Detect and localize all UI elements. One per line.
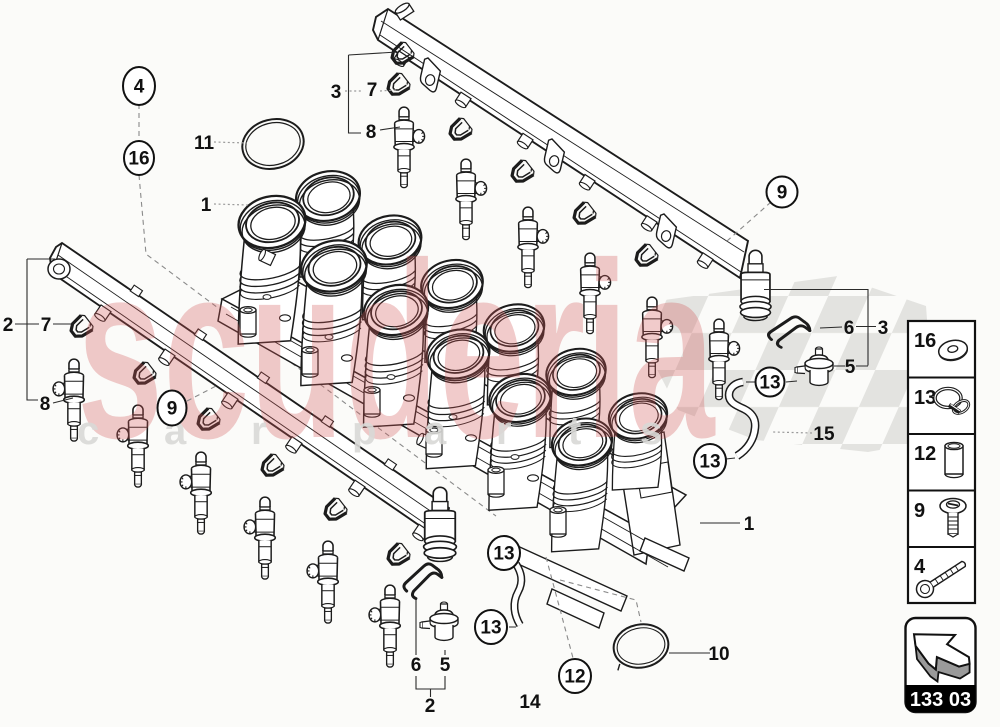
svg-text:8: 8 xyxy=(40,394,51,415)
svg-text:scuderia: scuderia xyxy=(77,212,716,491)
svg-text:133 03: 133 03 xyxy=(910,689,971,711)
svg-text:13: 13 xyxy=(699,452,720,473)
svg-text:9: 9 xyxy=(777,183,788,204)
svg-text:13: 13 xyxy=(480,618,501,639)
svg-text:16: 16 xyxy=(128,149,149,170)
svg-text:3: 3 xyxy=(331,82,342,103)
svg-text:7: 7 xyxy=(367,80,378,101)
svg-text:12: 12 xyxy=(564,667,585,688)
svg-text:12: 12 xyxy=(914,443,936,465)
svg-text:9: 9 xyxy=(167,399,178,420)
svg-text:15: 15 xyxy=(813,424,835,445)
svg-text:13: 13 xyxy=(914,387,936,409)
svg-text:2: 2 xyxy=(425,696,436,717)
svg-text:t: t xyxy=(568,409,581,453)
svg-text:10: 10 xyxy=(708,644,729,665)
svg-text:13: 13 xyxy=(759,373,780,394)
svg-text:p: p xyxy=(352,409,376,453)
svg-text:c: c xyxy=(77,409,99,453)
svg-text:7: 7 xyxy=(41,315,52,336)
svg-text:5: 5 xyxy=(440,655,451,676)
svg-text:16: 16 xyxy=(914,330,936,352)
svg-text:r: r xyxy=(251,409,267,453)
svg-text:4: 4 xyxy=(134,77,145,98)
svg-text:13: 13 xyxy=(493,544,514,565)
svg-text:a: a xyxy=(424,409,447,453)
svg-text:14: 14 xyxy=(519,692,541,713)
svg-text:8: 8 xyxy=(366,122,377,143)
svg-text:r: r xyxy=(496,409,512,453)
svg-text:3: 3 xyxy=(878,318,889,339)
svg-text:9: 9 xyxy=(914,500,925,522)
svg-text:4: 4 xyxy=(914,556,926,578)
svg-text:1: 1 xyxy=(744,514,755,535)
svg-text:6: 6 xyxy=(411,655,422,676)
svg-text:2: 2 xyxy=(3,315,14,336)
svg-text:5: 5 xyxy=(845,357,856,378)
svg-text:s: s xyxy=(640,409,662,453)
svg-text:6: 6 xyxy=(844,318,855,339)
svg-text:11: 11 xyxy=(194,133,215,154)
svg-text:1: 1 xyxy=(201,195,212,216)
